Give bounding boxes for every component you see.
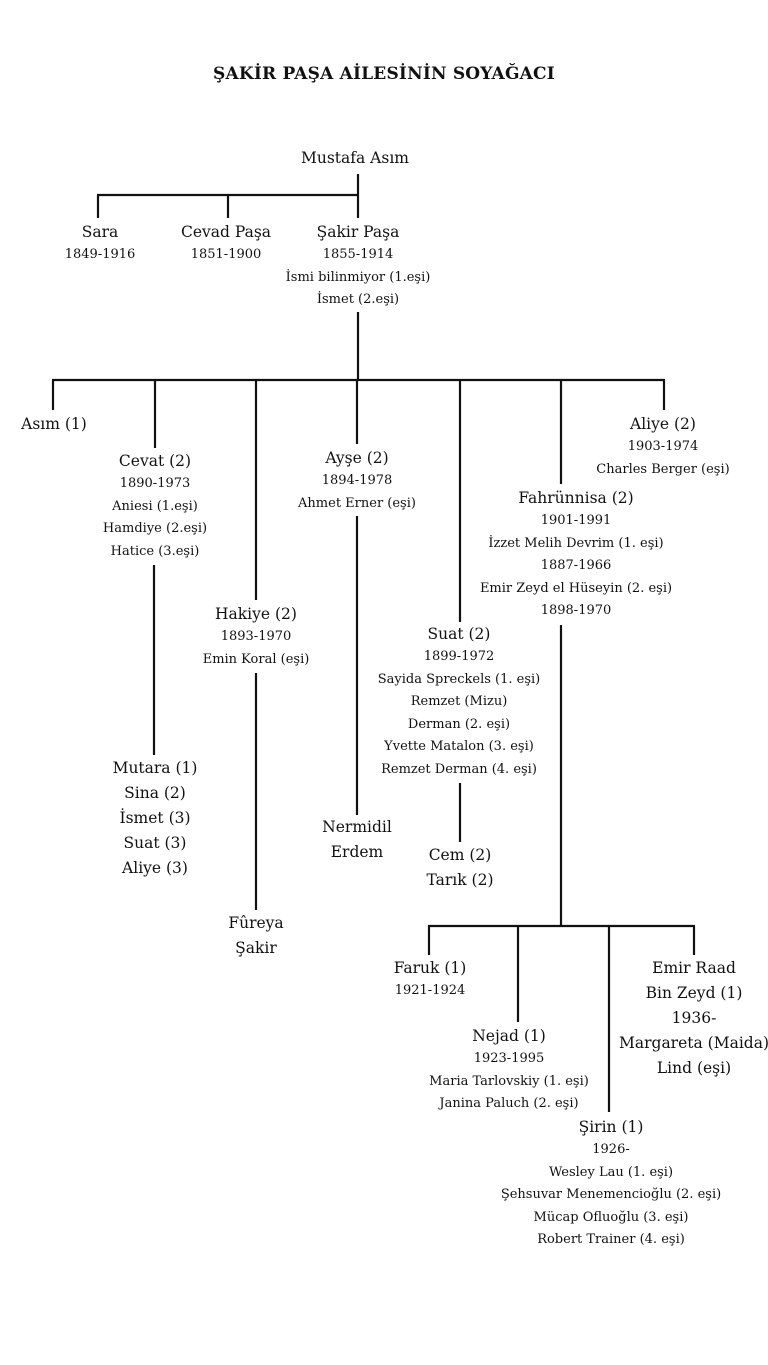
suat-name: Suat (2) [427,625,491,643]
nejad-name: Nejad (1) [472,1027,546,1045]
node-asim: Asım (1) [21,412,87,436]
node-sara: Sara 1849-1916 [65,220,136,267]
ayse_kids-line-0: Nermidil [322,818,392,836]
node-faruk: Faruk (1) 1921-1924 [394,956,467,1003]
hakiye-line-1: Emin Koral (eşi) [202,651,310,667]
sirin-line-2: Şehsuvar Menemencioğlu (2. eşi) [500,1187,722,1202]
nejad-line-1: Maria Tarlovskiy (1. eşi) [429,1073,589,1089]
emir-line-1: Bin Zeyd (1) [645,984,743,1002]
ayse-name: Ayşe (2) [325,449,389,467]
hakiye-name: Hakiye (2) [215,605,297,623]
ayse-line-1: Ahmet Erner (eşi) [298,495,416,511]
fahrunnisa-line-2: 1887-1966 [540,558,612,573]
sirin-name: Şirin (1) [578,1118,644,1136]
sakir-line-0: 1855-1914 [322,247,394,262]
cevat-line-2: Hamdiye (2.eşi) [102,521,208,536]
faruk-name: Faruk (1) [393,959,467,977]
fahrunnisa-line-0: 1901-1991 [540,513,612,528]
suat_kids-line-0: Cem (2) [428,846,492,864]
node-suat-children: Cem (2) Tarık (2) [426,843,493,893]
suat-line-0: 1899-1972 [423,649,495,664]
cevat-line-1: Aniesi (1.eşi) [112,498,198,514]
aliye-line-1: Charles Berger (eşi) [596,461,730,477]
emir-line-0: Emir Raad [652,959,736,977]
fahrunnisa-name: Fahrünnisa (2) [518,489,634,507]
emir-line-4: Lind (eşi) [656,1059,732,1077]
suat-line-3: Derman (2. eşi) [407,716,511,732]
cevat-name: Cevat (2) [118,452,192,470]
hakiye-line-0: 1893-1970 [220,629,292,644]
aliye-line-0: 1903-1974 [627,439,699,454]
suat-line-5: Remzet Derman (4. eşi) [381,761,537,777]
node-cevad-pasa: Cevad Paşa 1851-1900 [181,220,271,267]
nejad-line-2: Janina Paluch (2. eşi) [439,1096,579,1111]
nejad-line-0: 1923-1995 [473,1051,545,1066]
sirin-line-3: Mücap Ofluoğlu (3. eşi) [533,1209,689,1225]
suat_kids-line-1: Tarık (2) [426,871,494,889]
page-title: ŞAKİR PAŞA AİLESİNİN SOYAĞACI [213,64,555,84]
cevad-line-0: 1851-1900 [190,247,262,262]
suat-line-4: Yvette Matalon (3. eşi) [384,739,534,754]
emir-line-3: Margareta (Maida) [619,1034,768,1052]
fahrunnisa-line-1: İzzet Melih Devrim (1. eşi) [488,535,664,551]
faruk-line-0: 1921-1924 [394,983,466,998]
cevat-line-0: 1890-1973 [119,476,191,491]
cevad-name: Cevad Paşa [180,223,272,241]
emir-line-2: 1936- [671,1009,717,1027]
sara-line-0: 1849-1916 [64,247,136,262]
aliye-name: Aliye (2) [630,415,696,433]
ayse_kids-line-1: Erdem [330,843,384,861]
mustafa-name: Mustafa Asım [301,149,409,167]
hakiye_kids-line-1: Şakir [235,939,277,957]
ayse-line-0: 1894-1978 [321,473,393,488]
fahrunnisa-line-3: Emir Zeyd el Hüseyin (2. eşi) [479,580,673,596]
cevat_kids-line-0: Mutara (1) [112,759,198,777]
sirin-line-4: Robert Trainer (4. eşi) [537,1232,685,1247]
fahrunnisa-line-4: 1898-1970 [540,603,612,618]
cevat_kids-line-3: Suat (3) [123,834,187,852]
node-sirin: Şirin (1) 1926- Wesley Lau (1. eşi) Şehsuva… [501,1115,721,1252]
cevat_kids-line-1: Sina (2) [124,784,186,802]
cevat-line-3: Hatice (3.eşi) [110,543,200,559]
sakir-name: Şakir Paşa [316,223,400,241]
cevat_kids-line-2: İsmet (3) [119,809,191,827]
node-cevat-children: Mutara (1) Sina (2) İsmet (3) Suat (3) Aliye… [113,756,198,881]
suat-line-2: Remzet (Mizu) [410,694,508,709]
hakiye_kids-line-0: Fûreya [228,914,284,932]
sakir-line-1: İsmi bilinmiyor (1.eşi) [285,269,431,285]
sirin-line-1: Wesley Lau (1. eşi) [548,1164,674,1180]
node-mustafa-asim: Mustafa Asım [301,146,409,170]
sara-name: Sara [81,223,119,241]
sirin-line-0: 1926- [592,1142,630,1157]
asim-name: Asım (1) [21,415,87,433]
sakir-line-2: İsmet (2.eşi) [316,292,400,307]
suat-line-1: Sayida Spreckels (1. eşi) [377,671,541,687]
cevat_kids-line-4: Aliye (3) [122,859,188,877]
